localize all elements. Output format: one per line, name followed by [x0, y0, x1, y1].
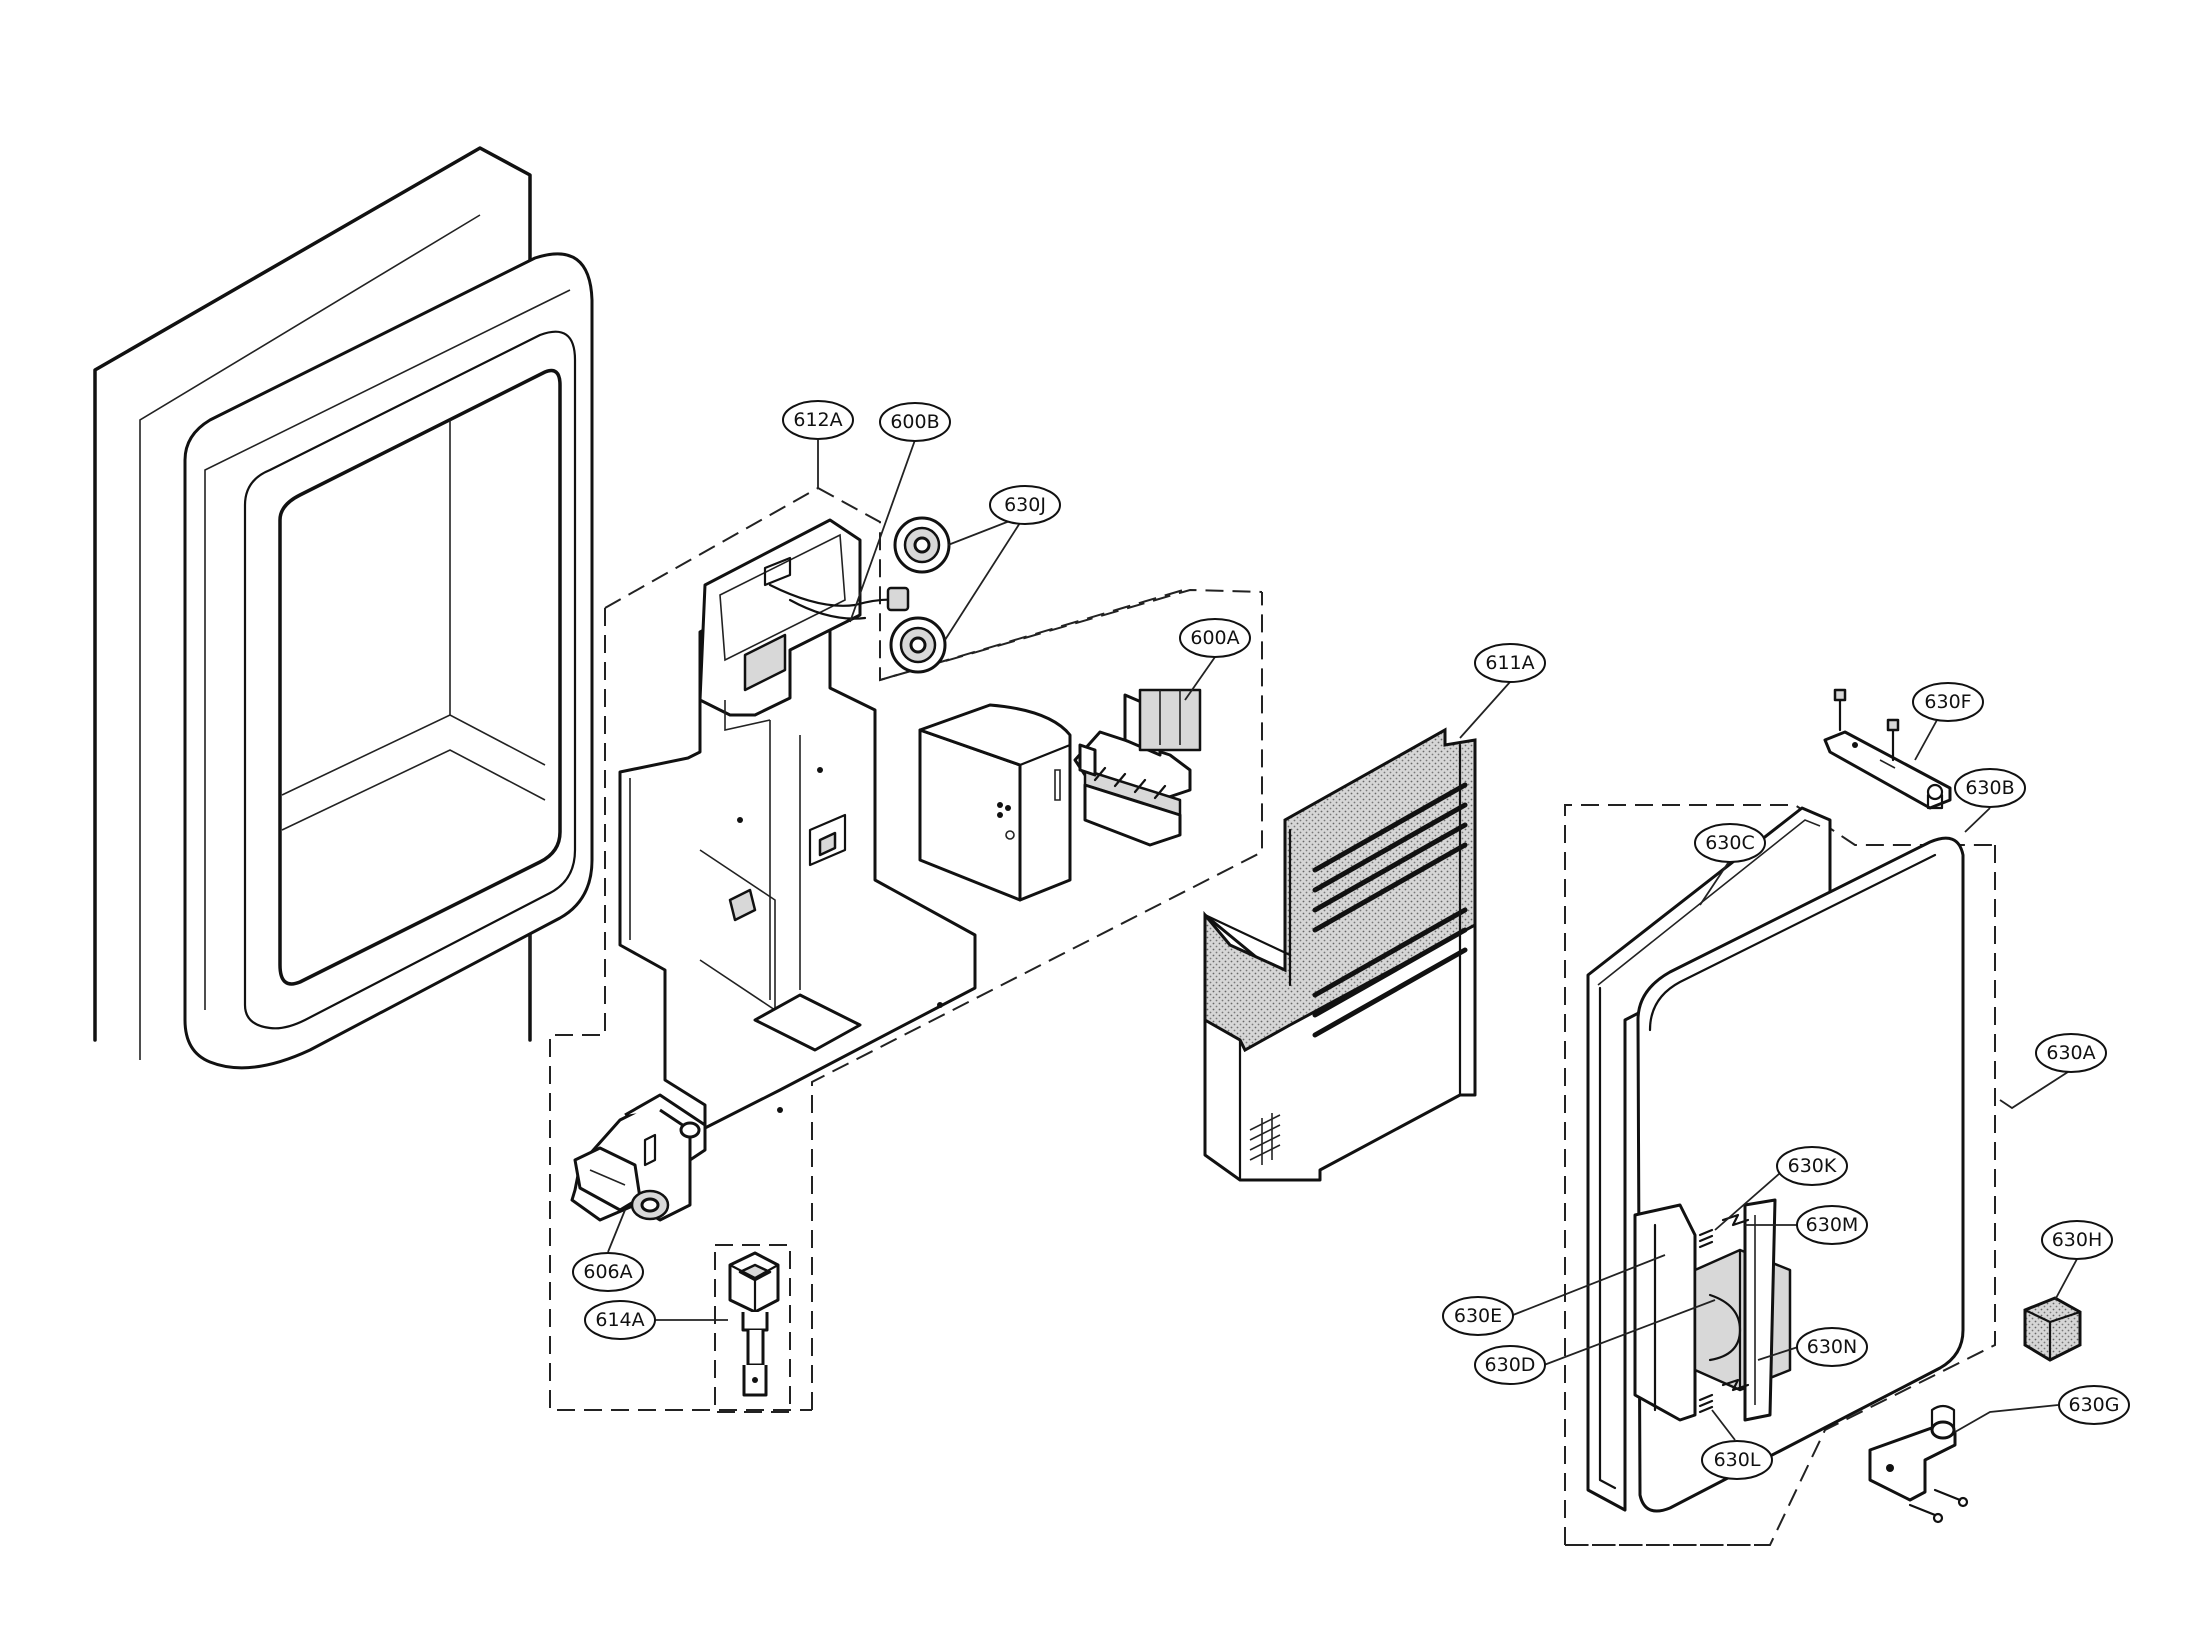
cap-630H [2023, 1296, 2082, 1362]
callout-630C: 630C [1694, 823, 1766, 863]
auger-motor-606A [570, 1093, 707, 1222]
callout-label: 630J [1004, 494, 1046, 516]
callout-label: 630L [1714, 1449, 1761, 1471]
lower-hinge-630G [1868, 1404, 1969, 1524]
cam-ring-upper [893, 516, 951, 574]
spring-lower [1698, 1393, 1714, 1414]
callout-label: 630M [1806, 1214, 1859, 1236]
callout-label: 614A [595, 1309, 644, 1331]
clip-lower [1721, 1378, 1750, 1392]
callout-630J: 630J [989, 485, 1061, 525]
callout-label: 630D [1485, 1354, 1536, 1376]
door-flap-assembly-630A [1564, 804, 1996, 1546]
callout-label: 600A [1190, 627, 1239, 649]
callout-label: 630H [2052, 1229, 2103, 1251]
cam-ring-lower [889, 616, 947, 674]
callout-630E: 630E [1442, 1296, 1514, 1336]
callout-label: 630C [1705, 832, 1755, 854]
callout-600A: 600A [1179, 618, 1251, 658]
callout-label: 611A [1485, 652, 1534, 674]
callout-630K: 630K [1776, 1146, 1848, 1186]
callout-612A: 612A [782, 400, 854, 440]
callout-630A: 630A [2035, 1033, 2107, 1073]
duct-cover-611A [1203, 727, 1477, 1182]
callout-label: 630G [2069, 1394, 2120, 1416]
callout-630B: 630B [1954, 768, 2026, 808]
callout-label: 630N [1807, 1336, 1857, 1358]
callout-606A: 606A [572, 1252, 644, 1292]
callout-630F: 630F [1912, 682, 1984, 722]
callout-label: 600B [890, 411, 939, 433]
callout-630L: 630L [1701, 1440, 1773, 1480]
wire-connector [886, 586, 910, 612]
dispenser-housing-612A [549, 487, 1263, 1411]
spring-upper [1698, 1228, 1714, 1249]
upper-hinge-630F [1823, 688, 1952, 810]
door-shell [93, 146, 594, 1070]
callout-label: 630F [1924, 691, 1971, 713]
callout-630H: 630H [2041, 1220, 2113, 1260]
ice-maker-600A [918, 688, 1202, 902]
callout-614A: 614A [584, 1300, 656, 1340]
callout-label: 606A [583, 1261, 632, 1283]
callout-600B: 600B [879, 402, 951, 442]
callout-630D: 630D [1474, 1345, 1546, 1385]
callout-label: 612A [793, 409, 842, 431]
callout-label: 630E [1454, 1305, 1502, 1327]
solenoid-614A [714, 1244, 791, 1413]
callout-630N: 630N [1796, 1327, 1868, 1367]
callout-label: 630A [2046, 1042, 2095, 1064]
callout-label: 630B [1965, 777, 2014, 799]
callout-630M: 630M [1796, 1205, 1868, 1245]
callout-611A: 611A [1474, 643, 1546, 683]
callout-630G: 630G [2058, 1385, 2130, 1425]
callout-label: 630K [1788, 1155, 1837, 1177]
